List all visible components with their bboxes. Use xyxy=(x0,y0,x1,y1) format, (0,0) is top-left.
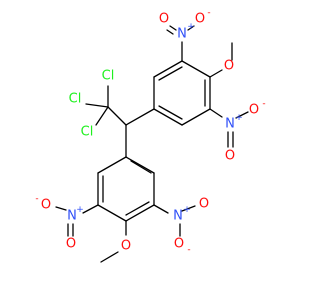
chlorine-left: Cl xyxy=(69,92,82,107)
nitro-right-oxygen-2: O xyxy=(225,149,235,164)
nitro-bottom-left-nitrogen: N xyxy=(67,209,77,224)
molecule-diagram: O N + O - O N + O - O Cl Cl Cl O - N + O… xyxy=(35,8,266,263)
nitro-bottom-right-oxygen-1: O xyxy=(199,197,209,212)
nitro-top-oxygen-2: O xyxy=(195,12,205,27)
nitro-right-oxygen-1: O xyxy=(249,103,259,118)
nitro-right-charge-plus: + xyxy=(235,113,243,123)
atom-labels: O N + O - O N + O - O Cl Cl Cl O - N + O… xyxy=(35,8,265,255)
nitro-bottom-left-oxygen-1: O xyxy=(41,198,51,213)
structure-svg: O N + O - O N + O - O Cl Cl Cl O - N + O… xyxy=(35,8,266,263)
lower-benzene-ring xyxy=(97,156,155,222)
nitro-right-nitrogen: N xyxy=(225,117,235,132)
nitro-bottom-left-oxygen-2: O xyxy=(66,237,76,252)
nitro-bottom-right-nitrogen: N xyxy=(173,209,183,224)
nitro-bottom-right-charge-plus: + xyxy=(183,205,191,215)
nitro-top-charge-plus: + xyxy=(187,22,195,32)
nitro-top-nitrogen: N xyxy=(177,27,187,42)
methoxy-bottom-oxygen: O xyxy=(121,239,131,254)
nitro-bottom-left-charge-plus: + xyxy=(76,205,84,215)
nitro-right-charge-minus: - xyxy=(262,99,265,109)
nitro-bottom-left-charge-minus: - xyxy=(35,194,38,204)
nitro-bottom-right-oxygen-2: O xyxy=(174,237,184,252)
upper-benzene-ring xyxy=(153,60,211,126)
nitro-top-charge-minus: - xyxy=(207,8,210,18)
nitro-top-oxygen-1: O xyxy=(159,12,169,27)
chlorine-top: Cl xyxy=(102,69,115,84)
methoxy-top-oxygen: O xyxy=(224,59,234,74)
chlorine-bottom: Cl xyxy=(81,125,94,140)
nitro-bottom-right-charge-minus: - xyxy=(187,245,190,255)
